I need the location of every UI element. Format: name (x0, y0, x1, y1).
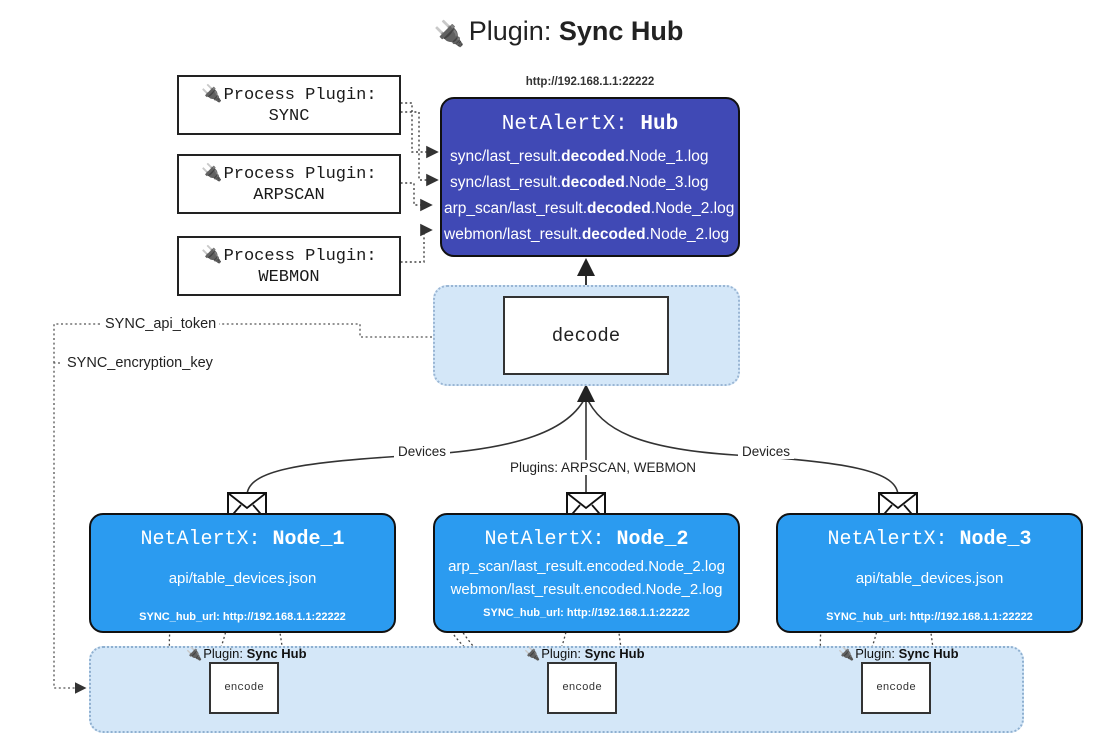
process-plugin-box-sync[interactable]: 🔌Process Plugin: SYNC (177, 75, 401, 135)
plug-icon: 🔌 (201, 83, 223, 103)
process-plugin-name: WEBMON (258, 268, 320, 287)
encode-box-3[interactable]: encode (861, 662, 931, 714)
edge-label-plugins: Plugins: ARPSCAN, WEBMON (506, 460, 701, 475)
process-plugin-name: SYNC (268, 107, 310, 126)
encoder-plugin-label-3: 🔌Plugin: Sync Hub (838, 646, 959, 661)
node-box-node-1[interactable]: NetAlertX: Node_1 api/table_devices.json… (89, 513, 396, 633)
node-name-label: Node_1 (272, 528, 345, 551)
node-title: NetAlertX: Node_2 (435, 528, 738, 551)
node-app-label: NetAlertX: (484, 528, 605, 551)
node-path-line: arp_scan/last_result.encoded.Node_2.log (448, 558, 725, 575)
encode-box-1[interactable]: encode (209, 662, 279, 714)
node-app-label: NetAlertX: (827, 528, 948, 551)
node-path-line: api/table_devices.json (168, 570, 317, 587)
process-plugin-name: ARPSCAN (253, 186, 325, 205)
hub-url-label: http://192.168.1.1:22222 (525, 76, 655, 88)
page-title-prefix: Plugin: (468, 16, 552, 46)
edge-label-devices-right: Devices (738, 444, 795, 459)
plug-icon: 🔌 (838, 646, 855, 661)
hub-log-line: arp_scan/last_result.decoded.Node_2.log (444, 200, 735, 218)
hub-title: NetAlertX: Hub (442, 113, 738, 136)
node-hub-url-label: SYNC_hub_url: http://192.168.1.1:22222 (139, 611, 346, 624)
hub-log-line: sync/last_result.decoded.Node_3.log (450, 174, 709, 192)
plug-icon: 🔌 (201, 162, 223, 182)
node-app-label: NetAlertX: (140, 528, 261, 551)
process-plugin-label: 🔌Process Plugin: (201, 244, 377, 266)
hub-app-label: NetAlertX: (501, 113, 628, 136)
node-name-label: Node_3 (959, 528, 1032, 551)
node-hub-url-label: SYNC_hub_url: http://192.168.1.1:22222 (483, 606, 690, 619)
node-title: NetAlertX: Node_1 (91, 528, 394, 551)
node-title: NetAlertX: Node_3 (778, 528, 1081, 551)
process-plugin-box-arpscan[interactable]: 🔌Process Plugin: ARPSCAN (177, 154, 401, 214)
process-plugin-label: 🔌Process Plugin: (201, 83, 377, 105)
plug-icon: 🔌 (186, 646, 203, 661)
node-path-line: webmon/last_result.encoded.Node_2.log (450, 581, 723, 599)
node-hub-url-label: SYNC_hub_url: http://192.168.1.1:22222 (826, 611, 1033, 624)
encoder-plugin-label-1: 🔌Plugin: Sync Hub (186, 646, 307, 661)
decode-box[interactable]: decode (503, 296, 669, 375)
process-plugin-label: 🔌Process Plugin: (201, 162, 377, 184)
plug-icon: 🔌 (524, 646, 541, 661)
hub-log-line: webmon/last_result.decoded.Node_2.log (444, 226, 730, 244)
node-box-node-3[interactable]: NetAlertX: Node_3 api/table_devices.json… (776, 513, 1083, 633)
hub-log-line: sync/last_result.decoded.Node_1.log (450, 148, 709, 165)
plug-icon: 🔌 (433, 20, 465, 48)
hub-box[interactable]: NetAlertX: Hub sync/last_result.decoded.… (440, 97, 740, 257)
hub-name-label: Hub (640, 113, 679, 136)
encode-box-2[interactable]: encode (547, 662, 617, 714)
encoder-plugin-label-2: 🔌Plugin: Sync Hub (524, 646, 645, 661)
plug-icon: 🔌 (201, 244, 223, 264)
node-box-node-2[interactable]: NetAlertX: Node_2 arp_scan/last_result.e… (433, 513, 740, 633)
sync-encryption-key-label: SYNC_encryption_key (64, 355, 216, 371)
node-path-line: api/table_devices.json (855, 570, 1004, 587)
page-title: 🔌Plugin: Sync Hub (0, 16, 1117, 48)
process-plugin-box-webmon[interactable]: 🔌Process Plugin: WEBMON (177, 236, 401, 296)
sync-api-token-label: SYNC_api_token (102, 316, 220, 332)
page-title-name: Sync Hub (558, 16, 684, 46)
edge-label-devices-left: Devices (394, 444, 451, 459)
node-name-label: Node_2 (616, 528, 689, 551)
